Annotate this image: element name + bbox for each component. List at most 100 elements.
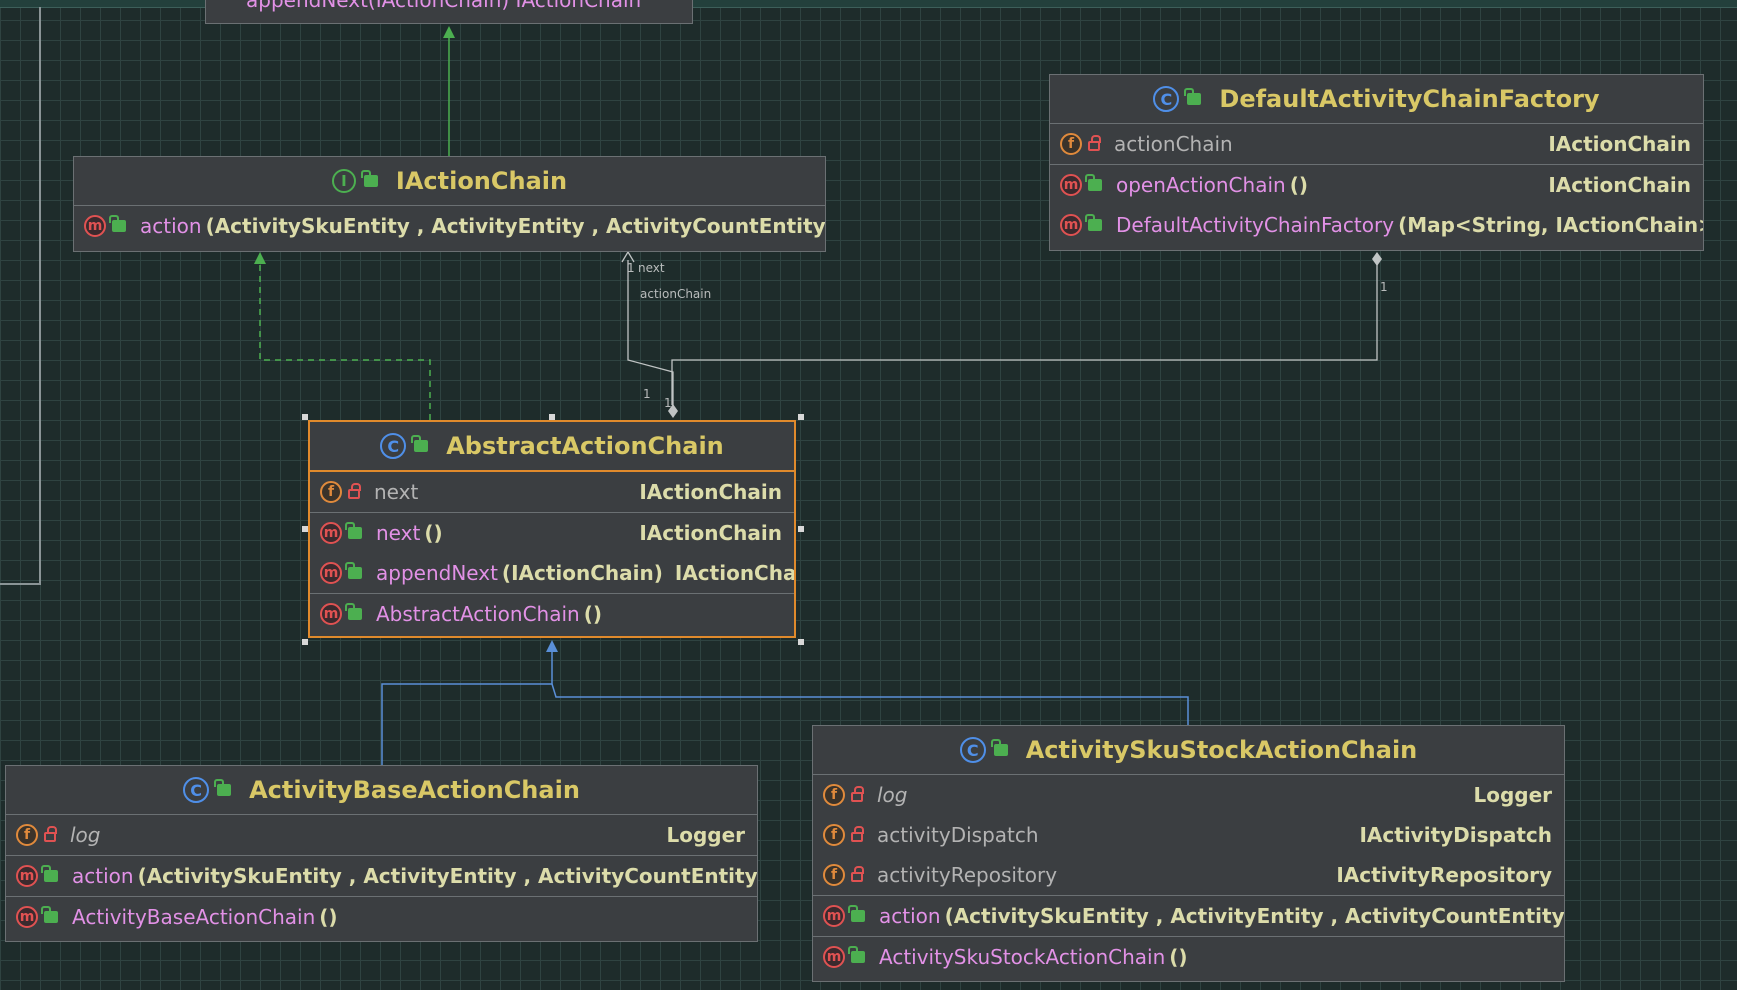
- field-name: activityRepository: [877, 863, 1058, 887]
- field-icon: f: [823, 824, 845, 846]
- field-type: IActivityDispatch: [1359, 823, 1552, 847]
- field-icon: f: [16, 824, 38, 846]
- public-icon: [1184, 88, 1202, 105]
- resize-handle[interactable]: [798, 526, 804, 532]
- public-icon: [1085, 174, 1102, 191]
- class-icon: C: [959, 737, 986, 763]
- constructor-row[interactable]: m ActivitySkuStockActionChain (): [813, 937, 1564, 977]
- method-name: appendNext: [376, 561, 498, 585]
- constructor-name: ActivityBaseActionChain: [72, 905, 316, 929]
- node-title: DefaultActivityChainFactory: [1219, 85, 1600, 113]
- edge-stock-extends[interactable]: [546, 640, 1189, 726]
- node-header: C AbstractActionChain: [310, 422, 794, 472]
- field-name: actionChain: [1114, 132, 1233, 156]
- method-icon: m: [1060, 174, 1082, 196]
- public-icon: [411, 435, 429, 452]
- constructor-name: DefaultActivityChainFactory: [1116, 213, 1395, 237]
- method-row[interactable]: m appendNext (IActionChain) IActionChain: [310, 553, 794, 593]
- field-type: IActivityRepository: [1336, 863, 1552, 887]
- resize-handle[interactable]: [302, 414, 308, 420]
- return-type: IActionChain: [1548, 173, 1691, 197]
- constructor-params: (): [1169, 945, 1188, 969]
- method-row[interactable]: m openActionChain () IActionChain: [1050, 165, 1703, 205]
- node-activityskustockactionchain[interactable]: C ActivitySkuStockActionChain f log Logg…: [812, 725, 1565, 982]
- field-type: IActionChain: [639, 480, 782, 504]
- constructor-params: (): [583, 602, 603, 626]
- class-icon: C: [380, 433, 407, 459]
- edge-factory-association[interactable]: [668, 252, 1382, 418]
- method-icon: m: [16, 865, 38, 887]
- constructor-row[interactable]: m ActivityBaseActionChain (): [6, 897, 757, 937]
- method-name: action: [140, 214, 202, 238]
- node-iactionchain[interactable]: I IActionChain m action (ActivitySkuEnti…: [73, 156, 826, 252]
- edge-base-extends[interactable]: [381, 648, 553, 765]
- field-row[interactable]: f activityDispatch IActivityDispatch: [813, 815, 1564, 855]
- method-name: action: [72, 864, 134, 888]
- offscreen-node-border[interactable]: [0, 7, 41, 585]
- public-icon: [41, 865, 58, 882]
- constructor-name: ActivitySkuStockActionChain: [879, 945, 1166, 969]
- method-row[interactable]: m next () IActionChain: [310, 513, 794, 553]
- method-name: openActionChain: [1116, 173, 1286, 197]
- method-row[interactable]: m action (ActivitySkuEntity , ActivityEn…: [74, 206, 825, 246]
- resize-handle[interactable]: [798, 414, 804, 420]
- resize-handle[interactable]: [302, 639, 308, 645]
- node-title: ActivityBaseActionChain: [249, 776, 580, 804]
- method-params: (ActivitySkuEntity , ActivityEntity , Ac…: [205, 214, 825, 238]
- node-header: I IActionChain: [74, 157, 825, 206]
- field-row[interactable]: f actionChain IActionChain: [1050, 124, 1703, 164]
- field-type: Logger: [666, 823, 745, 847]
- edge-abstract-implements[interactable]: [254, 252, 431, 420]
- constructor-name: AbstractActionChain: [376, 602, 580, 626]
- method-row[interactable]: m action (ActivitySkuEntity , ActivityEn…: [813, 896, 1564, 936]
- factory-multiplicity: 1: [1380, 280, 1388, 294]
- field-type: Logger: [1473, 783, 1552, 807]
- node-header: C ActivityBaseActionChain: [6, 766, 757, 815]
- public-icon: [1085, 214, 1102, 231]
- constructor-row[interactable]: m DefaultActivityChainFactory (Map<Strin…: [1050, 205, 1703, 245]
- resize-handle[interactable]: [798, 639, 804, 645]
- public-icon: [109, 215, 126, 232]
- field-row[interactable]: f next IActionChain: [310, 472, 794, 512]
- node-title: AbstractActionChain: [446, 432, 724, 460]
- edge-next-association[interactable]: [621, 251, 674, 412]
- public-icon: [214, 779, 232, 796]
- private-lock-icon: [851, 866, 864, 882]
- field-name: activityDispatch: [877, 823, 1039, 847]
- edge-iactionchain-extends[interactable]: [443, 26, 455, 156]
- field-row[interactable]: f log Logger: [6, 815, 757, 855]
- private-lock-icon: [44, 826, 57, 842]
- private-lock-icon: [348, 483, 361, 499]
- node-defaultactivitychainfactory[interactable]: C DefaultActivityChainFactory f actionCh…: [1049, 74, 1704, 251]
- node-activitybaseactionchain[interactable]: C ActivityBaseActionChain f log Logger m…: [5, 765, 758, 942]
- field-row[interactable]: f activityRepository IActivityRepository: [813, 855, 1564, 895]
- method-params: (ActivitySkuEntity , ActivityEntity , Ac…: [944, 904, 1564, 928]
- next-role-label: next: [638, 261, 665, 275]
- private-lock-icon: [851, 826, 864, 842]
- class-icon: C: [1153, 86, 1180, 112]
- field-name: next: [374, 480, 419, 504]
- constructor-row[interactable]: m AbstractActionChain (): [310, 594, 794, 634]
- class-icon: C: [183, 777, 210, 803]
- partial-node[interactable]: appendNext(IActionChain) IActionChain: [205, 0, 693, 24]
- field-icon: f: [1060, 133, 1082, 155]
- method-icon: m: [823, 905, 845, 927]
- private-lock-icon: [851, 786, 864, 802]
- field-icon: f: [320, 481, 342, 503]
- actionchain-role-label: actionChain: [640, 287, 712, 301]
- method-icon: m: [320, 562, 342, 584]
- private-lock-icon: [1088, 135, 1101, 151]
- method-name: action: [879, 904, 941, 928]
- method-icon: m: [1060, 214, 1082, 236]
- public-icon: [990, 739, 1008, 756]
- resize-handle[interactable]: [549, 414, 555, 420]
- public-icon: [360, 170, 378, 187]
- field-row[interactable]: f log Logger: [813, 775, 1564, 815]
- public-icon: [848, 946, 865, 963]
- public-icon: [41, 906, 58, 923]
- method-row[interactable]: m action (ActivitySkuEntity , ActivityEn…: [6, 856, 757, 896]
- field-type: IActionChain: [1548, 132, 1691, 156]
- resize-handle[interactable]: [302, 526, 308, 532]
- node-abstractactionchain[interactable]: C AbstractActionChain f next IActionChai…: [308, 420, 796, 638]
